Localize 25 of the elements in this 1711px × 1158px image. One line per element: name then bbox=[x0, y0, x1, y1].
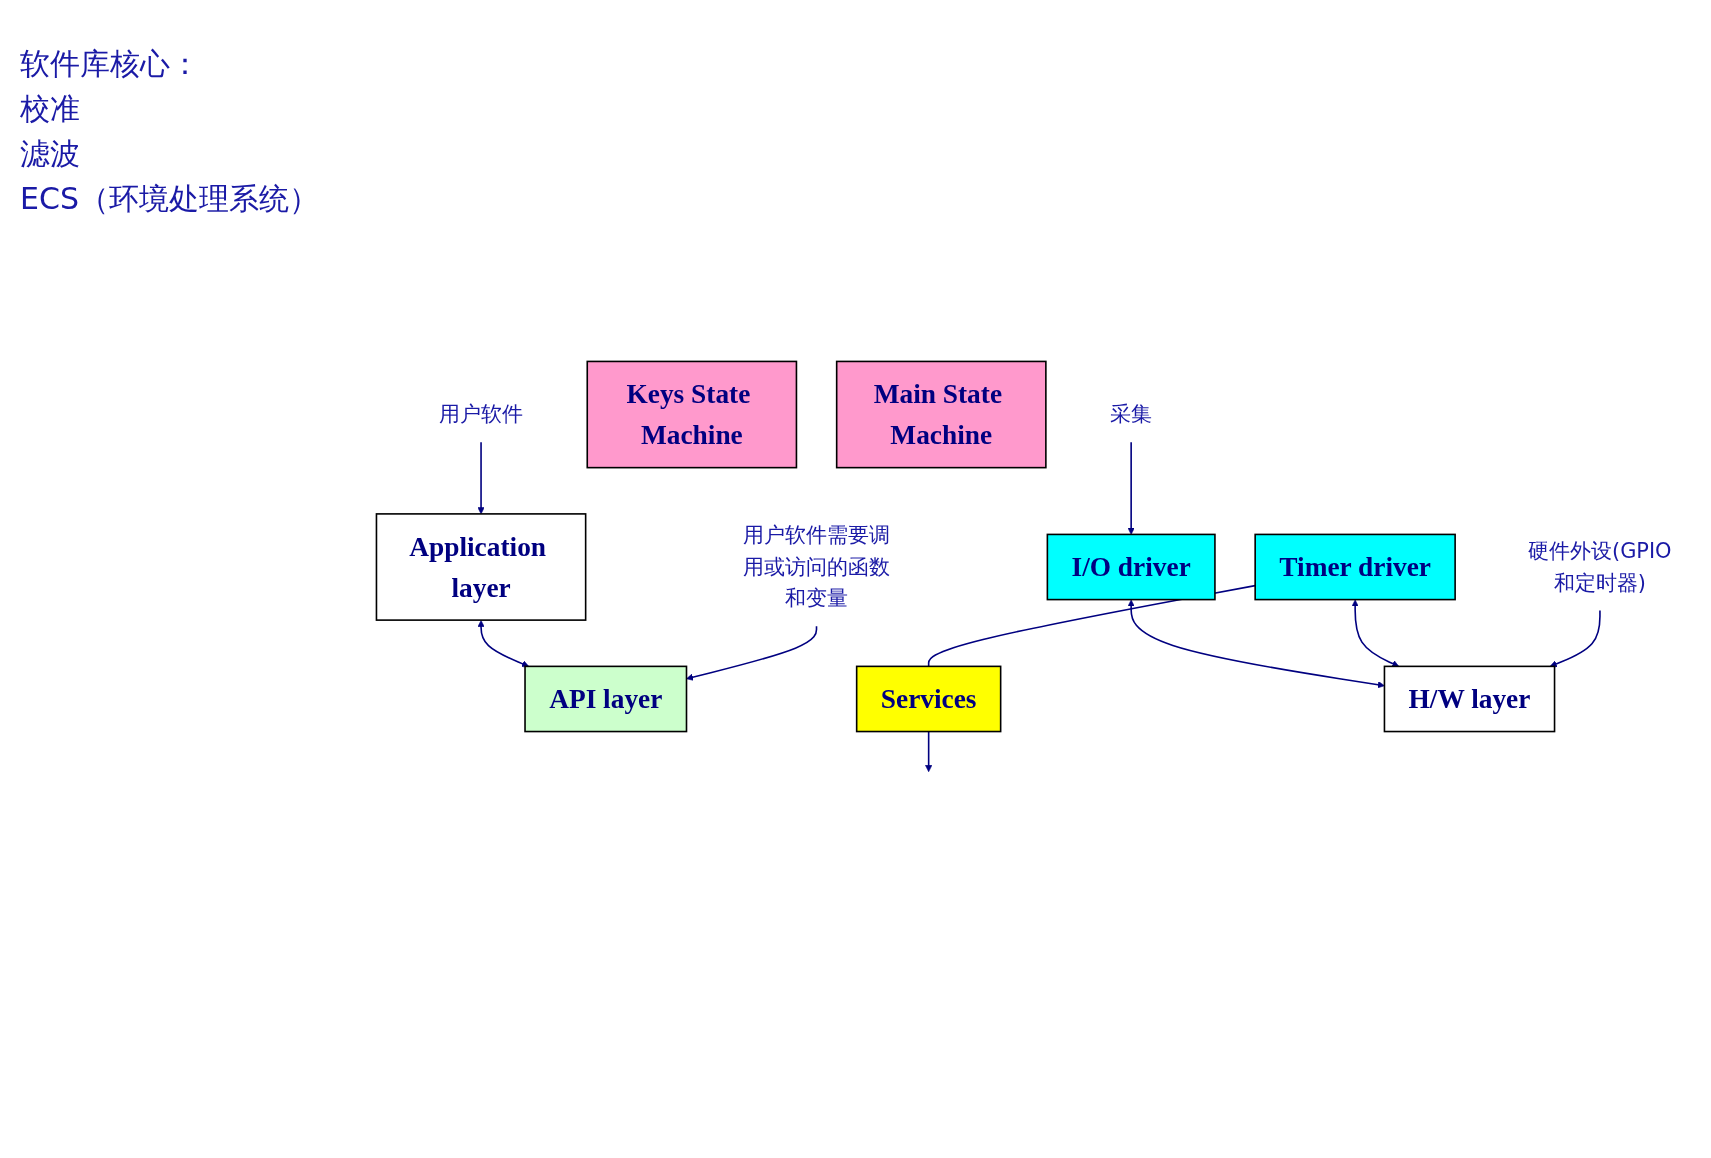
connector bbox=[927, 585, 1256, 668]
node-box: Main State Machine bbox=[835, 360, 1047, 469]
node-box: API layer bbox=[524, 665, 688, 733]
node-box: H/W layer bbox=[1383, 665, 1556, 733]
note-text: 滤波 bbox=[20, 135, 81, 173]
note-text: ECS（环境处理系统） bbox=[20, 180, 320, 218]
arrow bbox=[925, 731, 933, 773]
note-text: 校准 bbox=[20, 90, 81, 128]
arrow bbox=[1127, 599, 1385, 689]
arrow bbox=[1351, 599, 1400, 668]
arrow bbox=[1127, 441, 1135, 536]
node-text: 用户软件需要调用或访问的函数和变量 bbox=[743, 523, 890, 611]
node-box: Timer driver bbox=[1254, 533, 1456, 601]
node-box: Services bbox=[855, 665, 1002, 733]
node-box: Keys State Machine bbox=[586, 360, 798, 469]
arrow bbox=[686, 625, 818, 681]
node-text: 采集 bbox=[1110, 402, 1153, 427]
node-box: I/O driver bbox=[1046, 533, 1216, 601]
arrow bbox=[1549, 609, 1601, 668]
arrow bbox=[477, 441, 485, 515]
node-text: 硬件外设(GPIO和定时器) bbox=[1528, 539, 1672, 595]
node-text: 用户软件 bbox=[439, 402, 523, 427]
node-box: Application layer bbox=[375, 513, 587, 622]
arrow bbox=[477, 620, 529, 668]
note-text: 软件库核心： bbox=[20, 45, 201, 83]
